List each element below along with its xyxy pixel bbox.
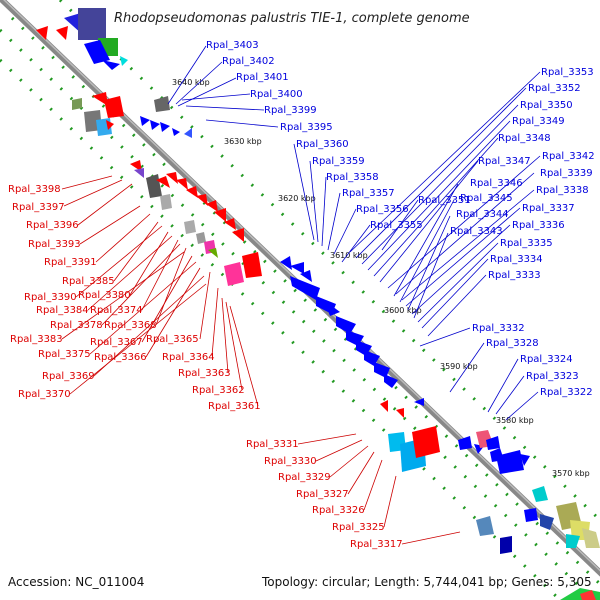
gene-label-reverse[interactable]: Rpal_3363 (178, 368, 231, 379)
genome-title: Rhodopseudomonas palustris TIE-1, comple… (114, 11, 470, 26)
gene-label-reverse[interactable]: Rpal_3384 (36, 305, 89, 316)
gene-label-forward[interactable]: Rpal_3402 (222, 56, 275, 67)
gene-label-forward[interactable]: Rpal_3350 (520, 100, 573, 111)
gene-label-forward[interactable]: Rpal_3399 (264, 105, 317, 116)
gene-label-forward[interactable]: Rpal_3323 (526, 371, 579, 382)
gene-label-reverse[interactable]: Rpal_3370 (18, 389, 71, 400)
forward-features (64, 8, 600, 554)
gene-label-reverse[interactable]: Rpal_3368 (104, 320, 157, 331)
gene-label-reverse[interactable]: Rpal_3331 (246, 439, 299, 450)
kbp-label: 3610 kbp (330, 251, 368, 260)
gene-label-forward[interactable]: Rpal_3332 (472, 323, 525, 334)
gene-label-forward[interactable]: Rpal_3344 (456, 209, 509, 220)
gene-label-forward[interactable]: Rpal_3400 (250, 89, 303, 100)
gene-label-reverse[interactable]: Rpal_3398 (8, 184, 61, 195)
gene-label-forward[interactable]: Rpal_3359 (312, 156, 365, 167)
gene-label-forward[interactable]: Rpal_3345 (460, 193, 513, 204)
gene-label-reverse[interactable]: Rpal_3367 (90, 337, 143, 348)
kbp-label: 3620 kbp (278, 194, 316, 203)
gene-label-forward[interactable]: Rpal_3338 (536, 185, 589, 196)
reverse-gene-label-texts: Rpal_3398 Rpal_3397 Rpal_3396 Rpal_3393 … (8, 184, 403, 550)
gene-label-forward[interactable]: Rpal_3352 (528, 83, 581, 94)
gene-label-forward[interactable]: Rpal_3395 (280, 122, 333, 133)
kbp-label: 3630 kbp (224, 137, 262, 146)
gene-label-forward[interactable]: Rpal_3322 (540, 387, 593, 398)
gene-label-forward[interactable]: Rpal_3360 (296, 139, 349, 150)
gene-label-reverse[interactable]: Rpal_3380 (78, 290, 131, 301)
gene-label-forward[interactable]: Rpal_3347 (478, 156, 531, 167)
gene-label-reverse[interactable]: Rpal_3391 (44, 257, 97, 268)
gene-label-reverse[interactable]: Rpal_3378 (50, 320, 103, 331)
gene-label-reverse[interactable]: Rpal_3317 (350, 539, 403, 550)
kbp-label: 3590 kbp (440, 362, 478, 371)
gene-label-reverse[interactable]: Rpal_3375 (38, 349, 91, 360)
gene-label-forward[interactable]: Rpal_3335 (500, 238, 553, 249)
gene-label-reverse[interactable]: Rpal_3325 (332, 522, 385, 533)
genome-summary-text: Topology: circular; Length: 5,744,041 bp… (261, 575, 592, 589)
gene-label-forward[interactable]: Rpal_3336 (512, 220, 565, 231)
gene-label-reverse[interactable]: Rpal_3393 (28, 239, 81, 250)
gene-label-forward[interactable]: Rpal_3356 (356, 204, 409, 215)
kbp-scale: 3640 kbp 3630 kbp 3620 kbp 3610 kbp 3600… (172, 78, 590, 478)
accession-text: Accession: NC_011004 (8, 575, 144, 589)
gene-label-forward[interactable]: Rpal_3348 (498, 133, 551, 144)
gene-label-reverse[interactable]: Rpal_3365 (146, 334, 199, 345)
gene-label-reverse[interactable]: Rpal_3327 (296, 489, 349, 500)
kbp-label: 3570 kbp (552, 469, 590, 478)
gene-label-forward[interactable]: Rpal_3333 (488, 270, 541, 281)
gene-label-forward[interactable]: Rpal_3351 (418, 195, 471, 206)
gene-label-forward[interactable]: Rpal_3403 (206, 40, 259, 51)
gene-label-forward[interactable]: Rpal_3346 (470, 178, 523, 189)
gene-label-forward[interactable]: Rpal_3353 (541, 67, 594, 78)
gene-label-forward[interactable]: Rpal_3342 (542, 151, 595, 162)
gene-label-reverse[interactable]: Rpal_3362 (192, 385, 245, 396)
gene-label-reverse[interactable]: Rpal_3326 (312, 505, 365, 516)
gene-label-forward[interactable]: Rpal_3358 (326, 172, 379, 183)
gene-label-reverse[interactable]: Rpal_3364 (162, 352, 215, 363)
gene-label-reverse[interactable]: Rpal_3385 (62, 276, 115, 287)
kbp-label: 3600 kbp (384, 306, 422, 315)
gene-label-reverse[interactable]: Rpal_3361 (208, 401, 261, 412)
gene-label-forward[interactable]: Rpal_3337 (522, 203, 575, 214)
gene-label-reverse[interactable]: Rpal_3383 (10, 334, 63, 345)
kbp-label: 3580 kbp (496, 416, 534, 425)
gene-label-forward[interactable]: Rpal_3357 (342, 188, 395, 199)
corner-feature-wedge (580, 590, 596, 600)
gene-label-reverse[interactable]: Rpal_3396 (26, 220, 79, 231)
gene-label-forward[interactable]: Rpal_3349 (512, 116, 565, 127)
gene-label-forward[interactable]: Rpal_3339 (540, 168, 593, 179)
gene-label-reverse[interactable]: Rpal_3390 (24, 292, 77, 303)
gene-label-reverse[interactable]: Rpal_3330 (264, 456, 317, 467)
gene-label-reverse[interactable]: Rpal_3366 (94, 352, 147, 363)
reverse-features (36, 26, 494, 536)
reverse-gene-leaders (61, 175, 461, 545)
gene-label-forward[interactable]: Rpal_3324 (520, 354, 573, 365)
forward-gene-label-texts: Rpal_3403 Rpal_3402 Rpal_3401 Rpal_3400 … (206, 40, 595, 398)
gene-label-forward[interactable]: Rpal_3355 (370, 220, 423, 231)
gene-label-reverse[interactable]: Rpal_3374 (90, 305, 143, 316)
gene-label-reverse[interactable]: Rpal_3369 (42, 371, 95, 382)
gene-label-forward[interactable]: Rpal_3401 (236, 72, 289, 83)
gene-label-forward[interactable]: Rpal_3328 (486, 338, 539, 349)
kbp-label: 3640 kbp (172, 78, 210, 87)
gene-label-forward[interactable]: Rpal_3334 (490, 254, 543, 265)
gene-label-reverse[interactable]: Rpal_3329 (278, 472, 331, 483)
gene-label-forward[interactable]: Rpal_3343 (450, 226, 503, 237)
gene-label-reverse[interactable]: Rpal_3397 (12, 202, 65, 213)
forward-gene-labels (167, 45, 541, 421)
